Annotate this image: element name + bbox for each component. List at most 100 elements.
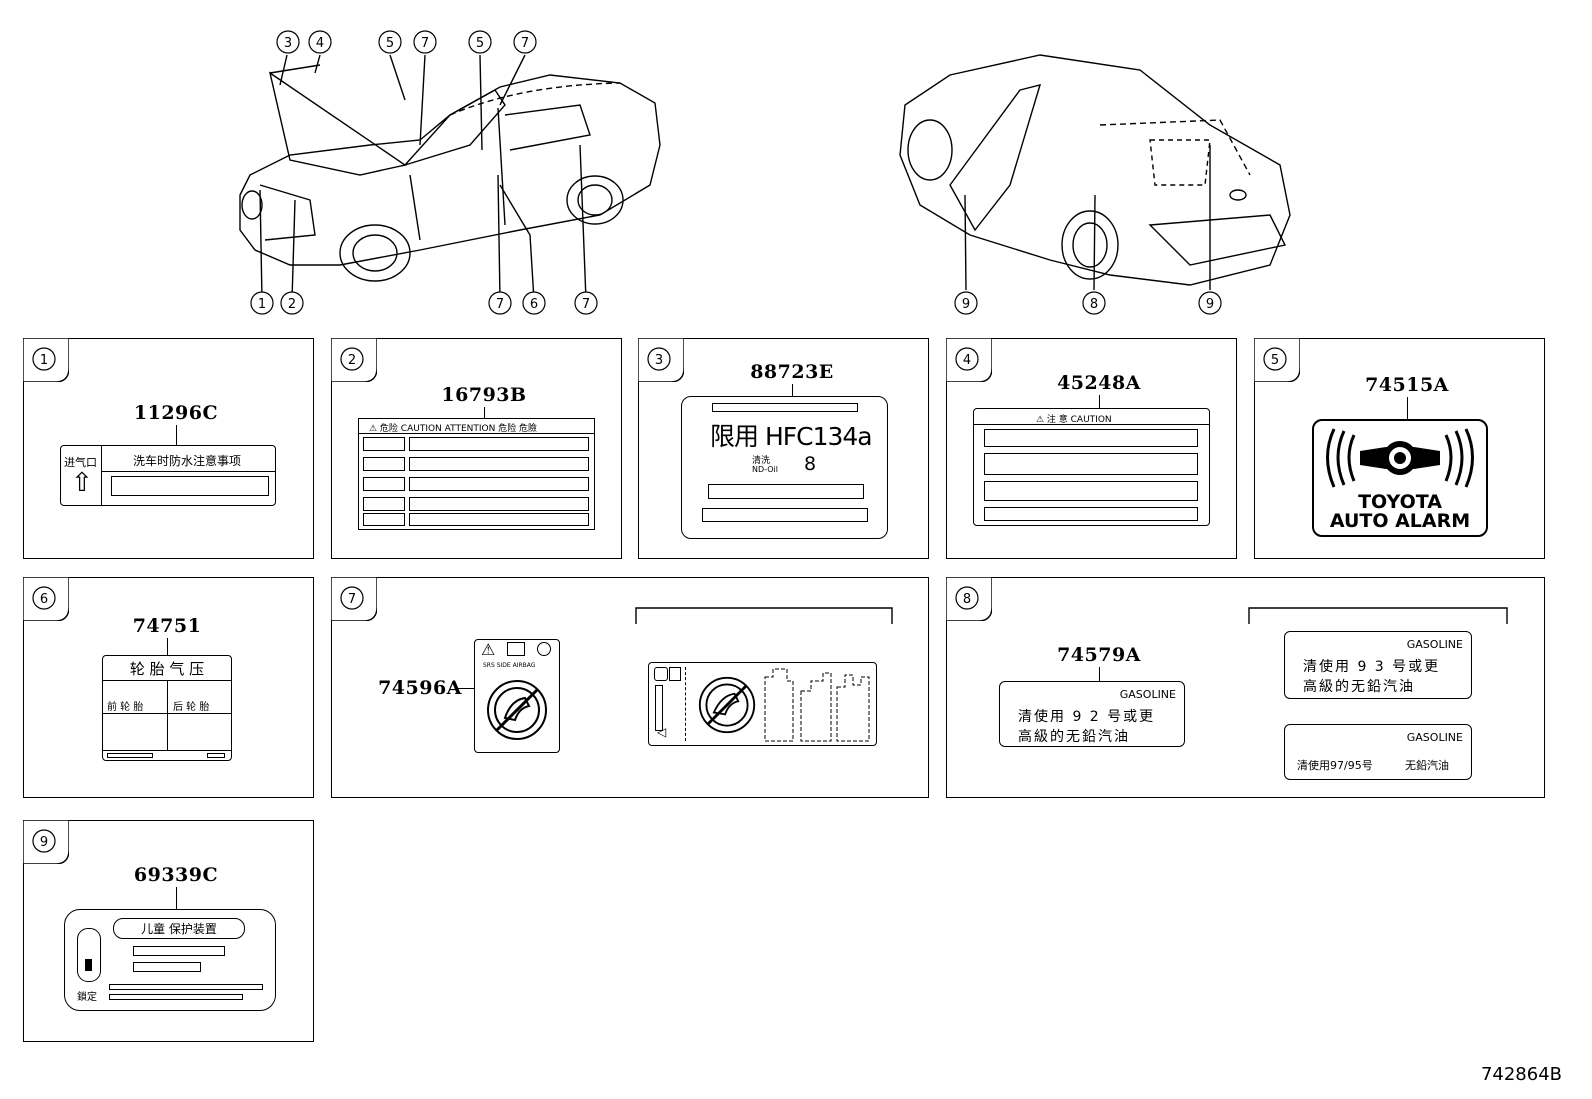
switch-knob — [85, 959, 92, 971]
leader-line — [1099, 667, 1100, 681]
text-block — [111, 476, 269, 496]
callout-8: 8 — [1090, 297, 1098, 312]
text-row — [409, 437, 589, 451]
child-lock-switch-icon — [77, 928, 101, 982]
text-block — [708, 484, 864, 499]
variant-bracket — [1248, 607, 1508, 624]
panel-index-tab: 2 — [331, 338, 377, 382]
label-title: 洗车时防水注意事项 — [133, 454, 242, 468]
text-block — [109, 994, 243, 1000]
label-gasoline-97-95: GASOLINE 清使用97/95号 无鉛汽油 — [1284, 724, 1472, 780]
label-69339C: 鎖定 儿童 保护装置 — [64, 909, 276, 1011]
panel-index-tab: 7 — [331, 577, 377, 621]
fuel-instruction-line2: 无鉛汽油 — [1405, 759, 1449, 772]
callout-4: 4 — [316, 36, 324, 51]
divider — [685, 667, 687, 741]
fuel-type: GASOLINE — [1119, 688, 1176, 701]
leader-line — [456, 688, 474, 690]
leader-line — [167, 638, 168, 655]
svg-text:5: 5 — [1271, 353, 1279, 368]
part-number: 74515A — [1365, 374, 1449, 396]
triangle-left-icon: ◁ — [657, 725, 667, 739]
panel-index-tab: 8 — [946, 577, 992, 621]
text-block — [133, 946, 225, 956]
svg-text:4: 4 — [963, 353, 971, 368]
drawing-code: 742864B — [1480, 1064, 1562, 1085]
panel-index-tab: 9 — [23, 820, 69, 864]
panel-index-tab: 5 — [1254, 338, 1300, 382]
svg-text:6: 6 — [40, 592, 48, 607]
text-row — [363, 457, 405, 471]
car-front-illustration — [239, 54, 661, 301]
child-safety-title: 儿童 保护装置 — [113, 918, 245, 939]
text-block — [984, 453, 1198, 475]
text-row — [363, 477, 405, 491]
book-icon — [669, 667, 681, 681]
oil-number: 8 — [804, 453, 817, 475]
header-underline — [359, 433, 594, 434]
fuel-type: GASOLINE — [1406, 731, 1463, 744]
alarm-sensor-icon — [1326, 428, 1474, 488]
fuel-instruction-line2: 高級的无鉛汽油 — [1303, 679, 1415, 695]
callout-3: 3 — [284, 36, 292, 51]
label-88723E: 限用 HFC134a 清洗 ND-Oil 8 — [681, 396, 888, 539]
label-74596A-variant: ◁ — [648, 662, 877, 746]
label-11296C: 进气口 ⇧ 洗车时防水注意事项 — [60, 445, 276, 506]
label-gasoline-93: GASOLINE 清使用 9 3 号或更 高級的无鉛汽油 — [1284, 631, 1472, 699]
header-underline — [974, 424, 1209, 425]
fuel-instruction-line1: 清使用 9 2 号或更 — [1018, 709, 1156, 725]
text-block — [207, 753, 225, 758]
text-block — [984, 507, 1198, 521]
text-row — [363, 497, 405, 511]
callout-6: 6 — [530, 297, 538, 312]
fuel-type: GASOLINE — [1406, 638, 1463, 651]
label-side-text: 进气口 — [64, 456, 97, 469]
warning-icon: ⚠ — [481, 640, 496, 659]
text-block — [984, 429, 1198, 447]
divider — [101, 446, 102, 505]
callout-1: 1 — [258, 297, 266, 312]
panel-4: 4 45248A ⚠ 注 意 CAUTION — [946, 338, 1237, 559]
panel-index-tab: 4 — [946, 338, 992, 382]
fuel-instruction-line1: 清使用97/95号 — [1297, 759, 1373, 772]
brand-line2: AUTO ALARM — [1329, 510, 1471, 532]
leader-line — [1099, 395, 1100, 409]
part-number: 74751 — [132, 615, 202, 637]
part-number: 16793B — [441, 384, 527, 406]
manual-icon — [507, 642, 525, 656]
callout-7b: 7 — [521, 36, 529, 51]
arrow-up-icon: ⇧ — [71, 468, 93, 498]
part-number: 74596A — [378, 677, 462, 699]
callout-2: 2 — [288, 297, 296, 312]
callout-9a: 9 — [962, 297, 970, 312]
text-row — [363, 437, 405, 451]
part-number: 45248A — [1057, 372, 1141, 394]
label-74596A: ⚠ SRS SIDE AIRBAG — [474, 639, 560, 753]
text-column — [655, 685, 663, 731]
text-row — [363, 513, 405, 526]
panel-8: 8 74579A GASOLINE 清使用 9 2 号或更 高級的无鉛汽油 GA… — [946, 577, 1545, 798]
leader-line — [792, 384, 793, 396]
text-block — [109, 984, 263, 990]
divider — [103, 713, 231, 714]
text-block — [984, 481, 1198, 501]
panel-index-tab: 1 — [23, 338, 69, 382]
text-block — [133, 962, 201, 972]
top-bar — [712, 403, 858, 412]
label-header: ⚠ 危险 CAUTION ATTENTION 危险 危險 — [369, 424, 538, 434]
label-74515A: TOYOTA AUTO ALARM — [1312, 419, 1488, 537]
sub-text: 清洗 — [752, 456, 771, 466]
text-row — [409, 513, 589, 526]
lock-label: 鎖定 — [77, 992, 97, 1003]
leader-line — [1407, 397, 1408, 419]
svg-text:2: 2 — [348, 353, 356, 368]
text-row — [409, 457, 589, 471]
leader-line — [484, 407, 485, 419]
circle-icon — [537, 642, 551, 656]
car-rear-illustration — [899, 54, 1291, 291]
callout-7a: 7 — [421, 36, 429, 51]
square-icon — [654, 667, 668, 681]
panel-3: 3 88723E 限用 HFC134a 清洗 ND-Oil 8 — [638, 338, 929, 559]
callout-5b: 5 — [476, 36, 484, 51]
part-number: 69339C — [133, 864, 219, 886]
